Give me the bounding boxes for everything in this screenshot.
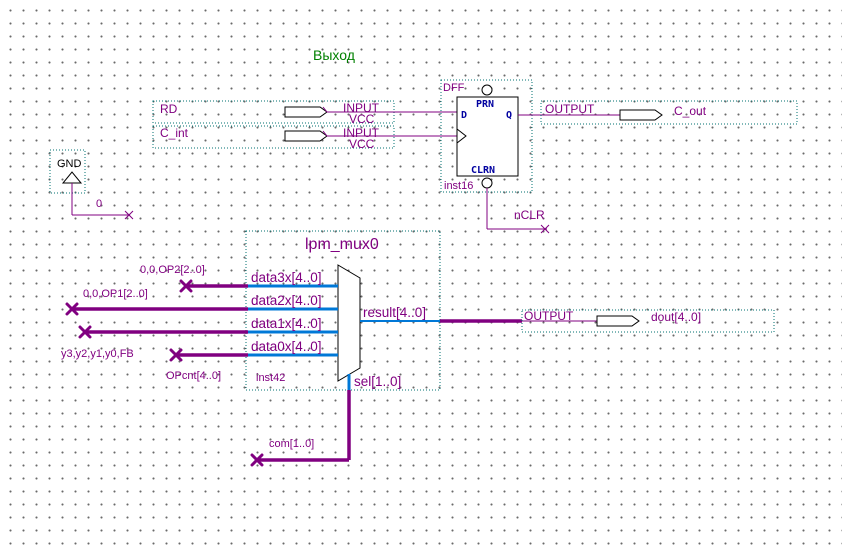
pin-c-int-name: C_int (160, 126, 189, 140)
net-data1-label: y3,y2,y1,y0,FB (61, 348, 134, 360)
mux-port-data0x[interactable]: data0x[4..0] (248, 339, 338, 357)
pin-c-out-type: OUTPUT (545, 102, 595, 116)
mux-port-data1x[interactable]: data1x[4..0] (248, 316, 338, 334)
net-data2-label: 0,0,OP1[2..0] (83, 288, 148, 300)
gnd-triangle (61, 171, 83, 184)
dff-port-q: Q (506, 110, 512, 121)
mux-port-data3x-label: data3x[4..0] (251, 270, 322, 285)
nclr-net[interactable]: nCLR (486, 188, 550, 234)
gnd-net-label: 0 (96, 198, 102, 210)
mux-port-data0x-label: data0x[4..0] (251, 339, 322, 354)
pin-c-out-symbol (619, 109, 663, 121)
pin-c-out-name: C_out (674, 104, 707, 118)
mux-port-data2x-label: data2x[4..0] (251, 293, 322, 308)
net-sel[interactable]: com[1..0] (250, 390, 351, 467)
net-data3-label: 0,0,OP2[2..0] (140, 264, 205, 276)
net-data1[interactable]: y3,y2,y1,y0,FB (61, 325, 248, 360)
dff-type-label: DFF (443, 82, 465, 94)
dff-port-d: D (461, 110, 467, 121)
dff-block[interactable]: DFF PRN D Q CLRN inst16 (440, 79, 533, 193)
net-data2[interactable]: 0,0,OP1[2..0] (65, 288, 248, 316)
mux-port-data3x[interactable]: data3x[4..0] (248, 270, 338, 288)
nclr-label: nCLR (514, 208, 545, 222)
mux-trapezoid (337, 264, 361, 382)
mux-port-sel-label: sel[1..0] (354, 374, 401, 389)
dff-instance-label: inst16 (444, 180, 473, 192)
pin-c-int-symbol (284, 130, 328, 142)
schematic-title: Выход (313, 47, 355, 63)
mux-block[interactable]: lpm_mux0 inst42 data3x[4..0] data2x[4..0… (245, 230, 441, 391)
output-pin-c-out[interactable]: OUTPUT C_out (540, 100, 798, 125)
dff-clock-triangle (456, 128, 467, 144)
dff-clrn-bubble (481, 177, 493, 189)
mux-instance-label: inst42 (256, 372, 285, 384)
mux-port-result-label: result[4..0] (363, 305, 426, 320)
pin-rd-name: RD (160, 102, 178, 116)
dff-port-clrn: CLRN (471, 165, 495, 176)
net-data3[interactable]: 0,0,OP2[2..0] (140, 264, 248, 293)
net-data0[interactable]: OPcnt[4..0] (166, 348, 248, 382)
gnd-label: GND (57, 158, 82, 170)
mux-name-label: lpm_mux0 (305, 236, 379, 253)
mux-port-data2x[interactable]: data2x[4..0] (248, 293, 338, 311)
net-data0-label: OPcnt[4..0] (166, 370, 221, 382)
dff-prn-bubble (481, 84, 493, 96)
gnd-symbol[interactable]: GND 0 (49, 149, 134, 220)
pin-dout-name: dout[4..0] (651, 310, 701, 324)
mux-port-data1x-label: data1x[4..0] (251, 316, 322, 331)
output-pin-dout[interactable]: OUTPUT dout[4..0] (521, 309, 775, 333)
dff-body (456, 96, 519, 177)
pin-rd-default: VCC (349, 112, 375, 126)
dff-port-prn: PRN (476, 99, 494, 110)
pin-rd-symbol (284, 106, 328, 118)
pin-dout-type: OUTPUT (524, 309, 574, 323)
input-pin-c-int[interactable]: C_int INPUT VCC (152, 125, 395, 151)
pin-dout-symbol (596, 315, 640, 327)
pin-c-int-default: VCC (349, 137, 375, 151)
net-sel-label: com[1..0] (269, 438, 314, 450)
input-pin-rd[interactable]: RD INPUT VCC (152, 100, 395, 126)
